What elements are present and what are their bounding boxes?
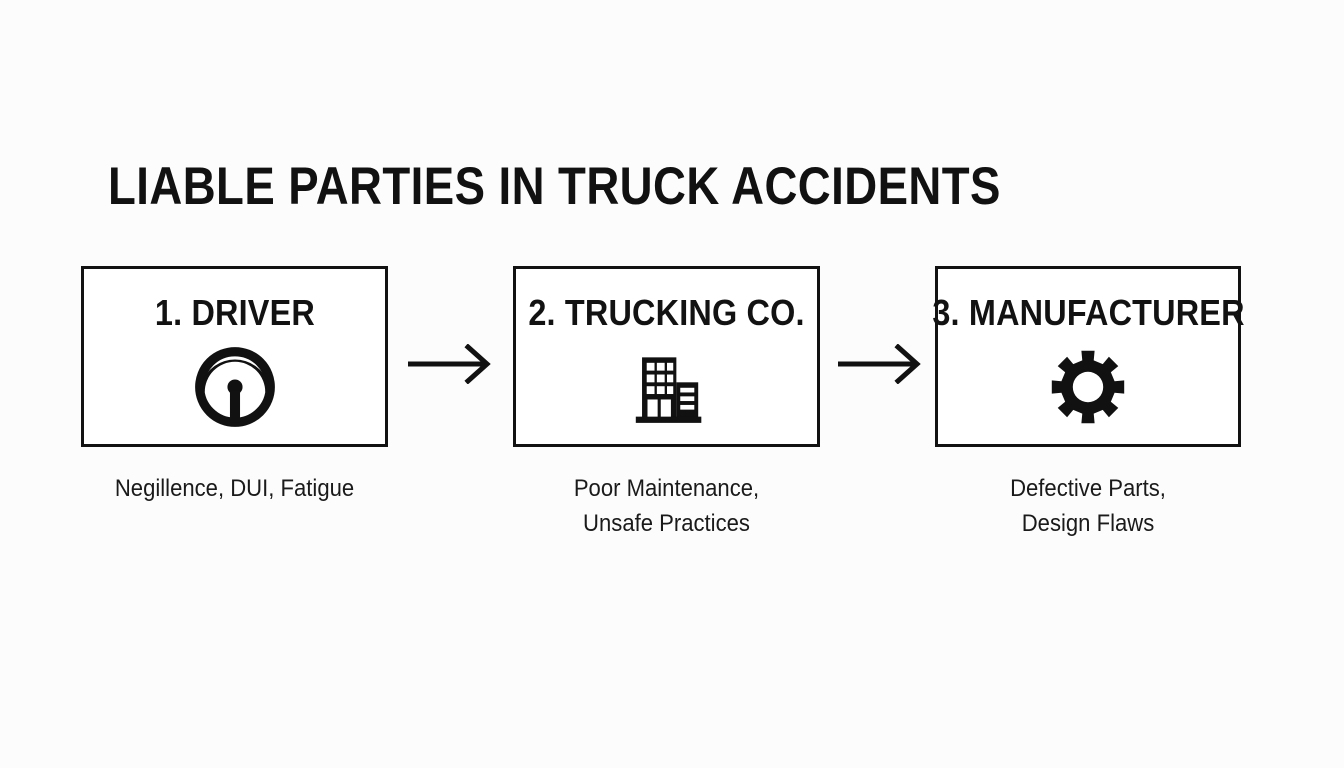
flow-node-trucking-company: 2. TRUCKING CO. (513, 266, 820, 541)
caption-line: Defective Parts, (1010, 475, 1166, 502)
node-title-manufacturer: 3. MANUFACTURER (931, 292, 1245, 333)
node-title-trucking-company: 2. TRUCKING CO. (528, 292, 805, 333)
arrow-right-icon-1 (406, 344, 498, 384)
page-title: LIABLE PARTIES IN TRUCK ACCIDENTS (108, 156, 1001, 216)
liable-parties-flow: 1. DRIVER Negillence, DUI, Fatigue (0, 266, 1344, 556)
caption-line: Design Flaws (1021, 510, 1155, 537)
flow-node-driver: 1. DRIVER Negillence, DUI, Fatigue (81, 266, 388, 506)
node-caption-manufacturer: Defective Parts, Design Flaws (947, 471, 1229, 541)
node-box-trucking-company[interactable]: 2. TRUCKING CO. (513, 266, 820, 447)
flow-node-manufacturer: 3. MANUFACTURER Defective Parts, Design … (931, 266, 1245, 541)
arrow-right-icon-2 (836, 344, 928, 384)
gear-icon (1046, 345, 1130, 429)
node-box-driver[interactable]: 1. DRIVER (81, 266, 388, 447)
node-box-manufacturer[interactable]: 3. MANUFACTURER (931, 266, 1245, 447)
caption-line: Negillence, DUI, Fatigue (114, 475, 355, 502)
caption-line: Unsafe Practices (583, 510, 750, 537)
steering-wheel-icon (193, 345, 277, 429)
node-caption-driver: Negillence, DUI, Fatigue (93, 471, 375, 506)
caption-line: Poor Maintenance, (573, 475, 760, 502)
node-title-driver: 1. DRIVER (154, 292, 315, 333)
node-caption-trucking-company: Poor Maintenance, Unsafe Practices (525, 471, 807, 541)
office-building-icon (625, 345, 709, 429)
